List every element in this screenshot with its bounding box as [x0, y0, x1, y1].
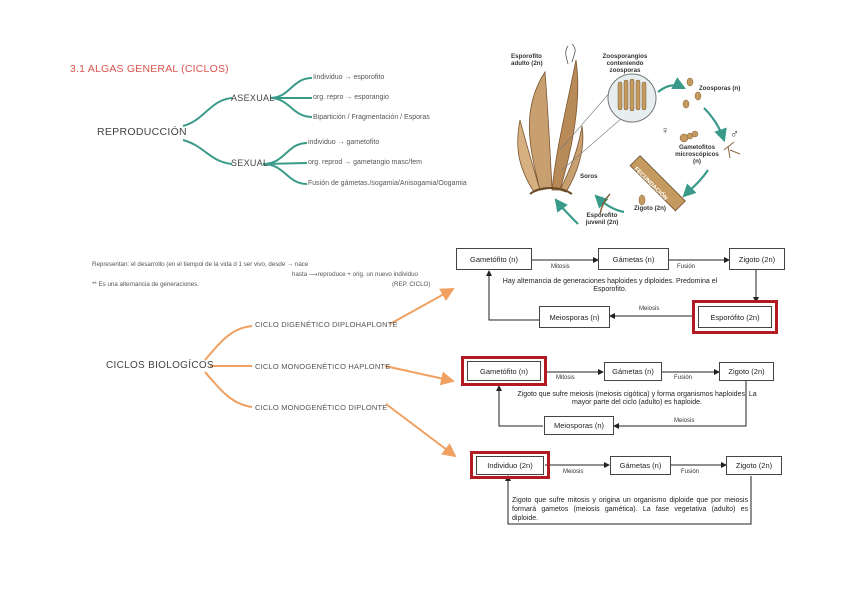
highlight-frame	[692, 300, 778, 334]
edge-label-meiosis: Meiosis	[674, 418, 695, 424]
label-soros: Soros	[580, 173, 598, 180]
asexual-item: org. repro → esporangio	[313, 94, 389, 101]
female-symbol-icon: ♀	[661, 125, 670, 137]
ciclo-item: CICLO MONOGENÉTICO HAPLONTE	[255, 362, 391, 371]
node-gametofito: Gametófito (n)	[467, 361, 541, 381]
label-zoosporas: Zoosporas (n)	[699, 85, 741, 92]
edge-label-fusion: Fusión	[681, 469, 700, 475]
note-rep-ciclo: (REP. CICLO)	[392, 281, 431, 288]
sexual-branch: SEXUAL	[231, 158, 269, 168]
diagram2-arrows	[496, 369, 747, 429]
page-title: 3.1 ALGAS GENERAL (CICLOS)	[70, 63, 229, 75]
label-esporofito-juvenil: Esporofito juvenil (2n)	[585, 212, 619, 226]
ciclos-root: CICLOS BIOLOGÍCOS	[106, 360, 214, 371]
node-zigoto: Zigoto (2n)	[729, 248, 785, 270]
sexual-item: org. reprod → gametangio masc/fem	[308, 159, 422, 166]
diagram1-description: Hay alternancia de generaciones haploide…	[502, 278, 718, 294]
node-meiosporas: Meiosporas (n)	[539, 306, 610, 328]
sexual-item: individuo → gametofito	[308, 139, 380, 146]
node-individuo: Individuo (2n)	[476, 456, 544, 475]
node-gametas: Gámetas (n)	[604, 362, 662, 381]
diagram2-description: Zigoto que sufre meiosis (meiosis cigóti…	[517, 391, 757, 407]
node-esporofito: Esporófito (2n)	[698, 306, 772, 328]
note-hasta: hasta ⟶reproduce + orig. un nuevo indivi…	[292, 271, 418, 278]
node-meiosporas: Meiosporas (n)	[544, 416, 614, 435]
label-zigoto: Zigoto (2n)	[634, 205, 666, 212]
male-symbol-icon: ♂	[730, 127, 739, 141]
sexual-item: Fusión de gámetas./sogamia/Anisogamia/Oo…	[308, 180, 467, 187]
diagram3-arrows	[505, 462, 752, 525]
asexual-branch: ASEXUAL	[231, 93, 275, 103]
node-gametas: Gámetas (n)	[598, 248, 669, 270]
ciclo-item: CICLO DIGENÉTICO DIPLOHAPLONTE	[255, 320, 398, 329]
diagram3-description: Zigoto que sufre mitosis y origina un or…	[512, 497, 748, 522]
edge-label-fusion: Fusión	[677, 264, 696, 270]
node-gametas: Gámetas (n)	[610, 456, 671, 475]
ciclo-item: CICLO MONOGENÉTICO DIPLONTE	[255, 403, 388, 412]
edge-label-meiosis: Meiosis	[639, 306, 660, 312]
node-gametofito: Gametófito (n)	[456, 248, 532, 270]
note-representan: Representan: el desarrollo (en el tiempo…	[92, 261, 309, 268]
highlight-frame	[461, 356, 547, 386]
node-zigoto: Zigoto (2n)	[726, 456, 782, 475]
asexual-item: Iindividuo → esporofito	[313, 74, 385, 81]
kelp-illustration	[517, 43, 741, 225]
edge-label-mitosis: Mitosis	[551, 264, 570, 270]
highlight-frame	[470, 451, 550, 479]
edge-label-fusion: Fusión	[674, 375, 693, 381]
label-esporofito-adulto: Esporofito adulto (2n)	[511, 53, 543, 67]
asexual-item: Bipartición / Fragmentación / Esporas	[313, 114, 430, 121]
edge-label-mitosis: Mitosis	[556, 375, 575, 381]
note-alternancia: ** Es una alternancia de generaciones.	[92, 281, 199, 288]
reproduccion-root: REPRODUCCIÓN	[97, 126, 187, 138]
label-gametofitos: Gametofitos microscópicos (n)	[675, 144, 719, 165]
diagram1-arrows	[486, 257, 759, 321]
label-zoosporangios: Zoosporangios conteniendo zoosporas	[602, 53, 648, 74]
edge-label-meiosis: Meiosis	[563, 469, 584, 475]
ciclos-connectors	[204, 288, 457, 458]
reproduccion-connectors	[182, 77, 313, 185]
node-zigoto: Zigoto (2n)	[719, 362, 774, 381]
